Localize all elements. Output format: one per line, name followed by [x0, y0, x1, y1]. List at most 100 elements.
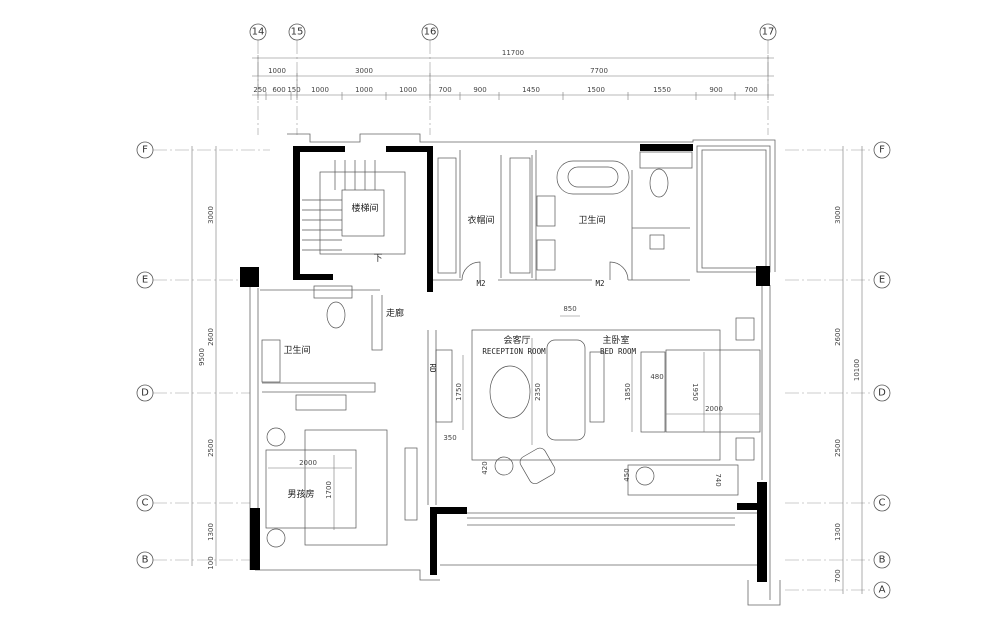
axis-label: C — [142, 498, 149, 509]
room-label-stair: 楼梯间 — [351, 202, 378, 214]
bed — [665, 349, 761, 433]
room-label-corridor: 走廊 — [386, 307, 404, 319]
dim-label: 1450 — [522, 86, 540, 94]
dim-label: 2500 — [207, 439, 215, 457]
dim-label: 1750 — [455, 383, 463, 401]
room-label-boy-room: 男孩房 — [287, 488, 314, 500]
dim-label: 1000 — [399, 86, 417, 94]
axis-label: B — [879, 555, 886, 566]
dim-label: 2600 — [207, 328, 215, 346]
dim-label: 1300 — [207, 523, 215, 541]
left-dimensions: 9500 3000 2600 2500 1300 100 — [191, 146, 217, 570]
axis-label: F — [879, 145, 885, 156]
door-panel — [404, 447, 418, 521]
dim-label: 1850 — [624, 383, 632, 401]
bathtub — [556, 160, 630, 195]
room-label-reception-en: RECEPTION ROOM — [482, 347, 546, 356]
door-tag: M2 — [476, 279, 485, 288]
dim-label: 740 — [714, 473, 722, 486]
dim-label: 850 — [563, 305, 576, 313]
dim-label: 100 — [207, 556, 215, 569]
rd-label: RD — [428, 363, 437, 373]
boy-room-rug — [304, 429, 388, 546]
interior-dimensions: 850 1750 2350 1850 480 1950 2000 350 420… — [268, 305, 760, 530]
dim-label: 1000 — [355, 86, 373, 94]
tv-cabinet — [435, 349, 453, 423]
column-axis-15: 15 — [288, 23, 306, 41]
dim-label: 1950 — [691, 383, 699, 401]
side-table — [494, 456, 514, 476]
dim-label: 1500 — [587, 86, 605, 94]
dim-label: 1000 — [268, 67, 286, 75]
dim-label: 2500 — [834, 439, 842, 457]
dim-label: 9500 — [198, 348, 206, 366]
sofa-table — [589, 351, 605, 423]
toilet — [649, 168, 669, 198]
stair-direction-label: 下 — [373, 254, 382, 264]
door-tag: M2 — [595, 279, 604, 288]
axis-label: D — [878, 388, 886, 399]
room-label-bedroom-en: BED ROOM — [600, 347, 637, 356]
dim-label: 1700 — [325, 481, 333, 499]
row-axes-right: F E D C B A — [873, 141, 891, 599]
dim-label: 3000 — [355, 67, 373, 75]
staircase — [302, 160, 406, 255]
boy-bed — [265, 449, 357, 529]
dim-label: 700 — [744, 86, 757, 94]
dim-label: 3000 — [834, 206, 842, 224]
nightstand — [266, 427, 286, 447]
desk-chair — [635, 466, 655, 486]
room-label-closet: 衣帽间 — [467, 214, 494, 226]
sink — [536, 195, 556, 227]
axis-label: 14 — [252, 27, 265, 38]
axis-label: C — [879, 498, 886, 509]
room-label-bedroom: 主卧室 — [602, 334, 629, 346]
wardrobe-left — [437, 157, 457, 274]
dim-label: 700 — [438, 86, 451, 94]
coffee-table — [489, 365, 531, 419]
axis-label: F — [142, 145, 148, 156]
top-dimensions: 11700 1000 3000 7700 250 600 150 1000 10… — [252, 49, 774, 100]
vanity — [295, 394, 347, 411]
dim-label: 1000 — [311, 86, 329, 94]
column-axis-17: 17 — [759, 23, 777, 41]
dim-label: 11700 — [502, 49, 524, 57]
dim-label: 1300 — [834, 523, 842, 541]
dim-label: 480 — [650, 373, 663, 381]
dim-label: 900 — [473, 86, 486, 94]
column-axis-14: 14 — [249, 23, 267, 41]
sofa — [546, 339, 586, 441]
right-dimensions: 3000 2600 2500 1300 700 10100 — [834, 146, 863, 594]
desk — [627, 464, 739, 496]
room-labels: 楼梯间 下 衣帽间 卫生间 M2 M2 走廊 卫生间 会客厅 RECEPTION… — [283, 202, 636, 500]
column-axis-16: 16 — [421, 23, 439, 41]
axis-label: E — [142, 275, 148, 286]
dim-label: 2600 — [834, 328, 842, 346]
dim-label: 700 — [834, 569, 842, 582]
dim-label: 2000 — [299, 459, 317, 467]
room-label-guest-bath: 卫生间 — [283, 344, 310, 356]
axis-label: B — [142, 555, 149, 566]
rug — [471, 329, 721, 461]
armchair — [519, 447, 556, 485]
axis-label: D — [141, 388, 149, 399]
dim-label: 450 — [623, 468, 631, 481]
dim-label: 7700 — [590, 67, 608, 75]
door-swings — [461, 261, 629, 281]
nightstand — [266, 528, 286, 548]
dim-label: 600 — [272, 86, 285, 94]
axis-label: E — [879, 275, 885, 286]
room-label-reception: 会客厅 — [503, 334, 530, 346]
dim-label: 1550 — [653, 86, 671, 94]
dim-label: 3000 — [207, 206, 215, 224]
structural-walls — [240, 144, 770, 582]
thin-walls — [249, 133, 781, 606]
bed-bench — [640, 351, 666, 433]
toilet — [326, 301, 346, 329]
furniture — [261, 157, 761, 548]
dim-label: 900 — [709, 86, 722, 94]
nightstand — [735, 317, 755, 341]
axis-label: 16 — [424, 27, 437, 38]
dim-label: 350 — [443, 434, 456, 442]
dim-label: 250 — [253, 86, 266, 94]
